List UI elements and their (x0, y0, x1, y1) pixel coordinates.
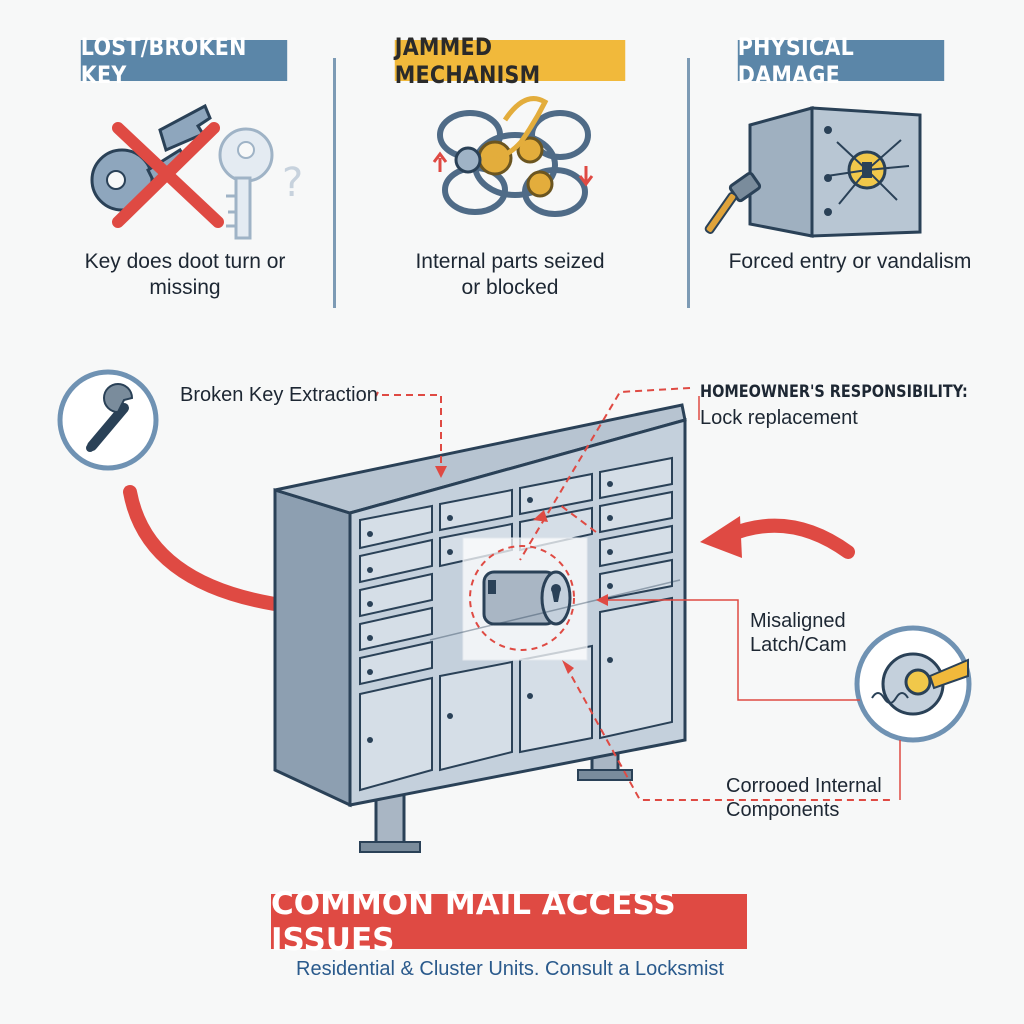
lost-key-caption-line2: missing (149, 276, 221, 299)
red-x-icon (112, 122, 224, 228)
homeowner-responsibility-detail: Lock replacement (700, 407, 858, 429)
jammed-caption: Internal parts seized or blocked (385, 249, 635, 301)
jammed-caption-line2: or blocked (461, 276, 559, 299)
jammed-caption-line1: Internal parts seized (415, 250, 605, 273)
page-title: COMMON MAIL ACCESS ISSUES (271, 886, 747, 958)
broken-key-extraction-label: Broken Key Extraction (180, 384, 378, 406)
jammed-mechanism-banner: JAMMED MECHANISM (394, 33, 626, 89)
divider-right (687, 58, 690, 308)
damage-caption-line1: Forced entry or vandalism (728, 250, 972, 273)
misaligned-line2: Latch/Cam (750, 634, 847, 656)
divider-left (333, 58, 336, 308)
page-subtitle: Residential & Cluster Units. Consult a L… (296, 958, 724, 980)
lost-key-caption-line1: Key does doot turn or (84, 250, 286, 273)
homeowner-responsibility-heading: HOMEOWNER'S RESPONSIBILITY: (700, 382, 968, 402)
cam-gear-icon (854, 625, 972, 743)
corroded-line1: Corrooed Internal (726, 775, 882, 797)
corroded-components-label: Corrooed Internal Components (726, 774, 882, 822)
misaligned-line1: Misaligned (750, 610, 846, 632)
hammer-icon (704, 171, 762, 234)
damaged-box-icon (748, 106, 922, 238)
lost-key-caption: Key does doot turn or missing (60, 249, 310, 301)
question-mark-icon: ? (282, 160, 303, 206)
damage-caption: Forced entry or vandalism (715, 249, 985, 275)
key-icon (218, 127, 274, 240)
tangled-gears-icon (432, 96, 594, 217)
right-arrow (723, 518, 855, 559)
mailbox-cluster (273, 403, 687, 853)
wrench-icon (57, 369, 159, 471)
misaligned-latch-label: Misaligned Latch/Cam (750, 609, 847, 657)
corroded-line2: Components (726, 799, 840, 821)
